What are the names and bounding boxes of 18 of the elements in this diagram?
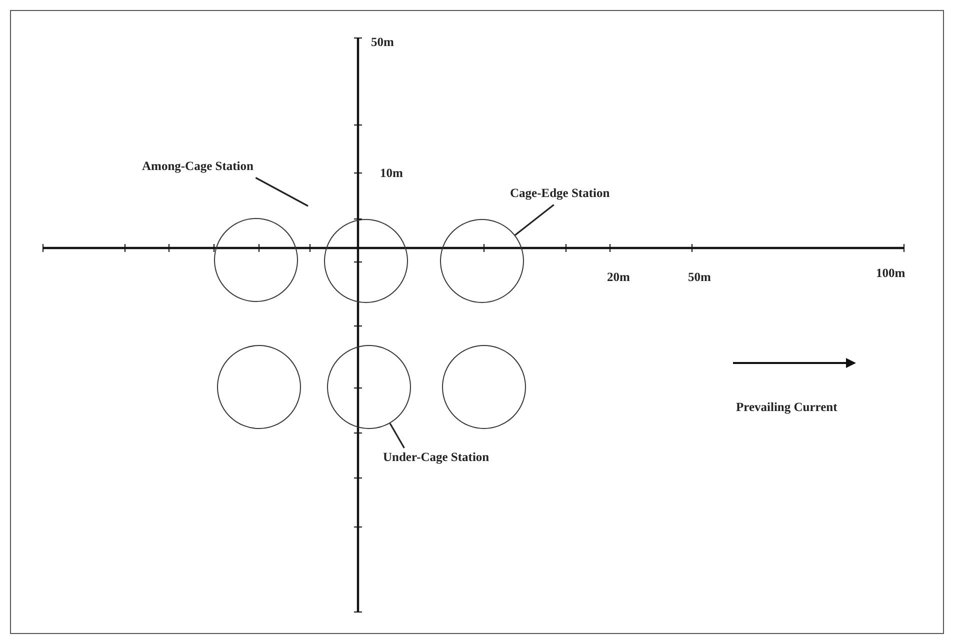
station-label: Cage-Edge Station <box>510 187 610 201</box>
cage-circle <box>217 345 301 429</box>
cage-circle <box>440 219 524 303</box>
cage-circle <box>327 345 411 429</box>
cage-circle <box>324 219 408 303</box>
distance-label: 100m <box>876 267 906 281</box>
distance-label: 50m <box>371 36 394 50</box>
leader-line <box>514 204 554 236</box>
cage-circle <box>442 345 526 429</box>
cage-circle <box>214 218 298 302</box>
distance-label: 50m <box>688 271 711 285</box>
station-label: Among-Cage Station <box>142 160 254 174</box>
station-label: Under-Cage Station <box>383 451 490 465</box>
leader-line <box>389 422 405 448</box>
distance-label: 20m <box>607 271 630 285</box>
current-label: Prevailing Current <box>736 401 838 415</box>
distance-label: 10m <box>380 167 403 181</box>
leader-line <box>255 177 308 207</box>
